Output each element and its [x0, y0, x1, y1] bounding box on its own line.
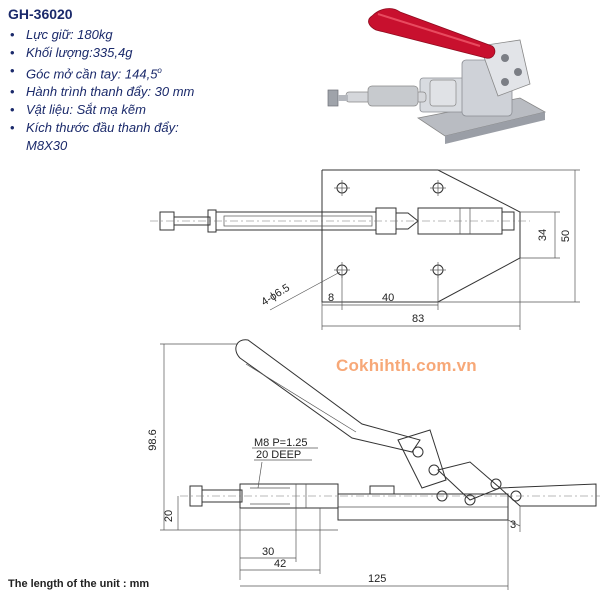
- bullet-icon: •: [10, 63, 15, 78]
- product-photo: [327, 8, 547, 144]
- side-view-drawing: M8 P=1.25 20 DEEP 98.6 20 30 42 125 3: [147, 339, 600, 590]
- spec-item: •Khối lượng:335,4g: [10, 45, 133, 60]
- bullet-icon: •: [10, 120, 15, 136]
- dim-20: 20: [163, 510, 175, 522]
- model-title: GH-36020: [8, 6, 73, 22]
- depth-label: 20 DEEP: [256, 449, 301, 461]
- thread-label: M8 P=1.25: [254, 437, 308, 449]
- watermark: Cokhihth.com.vn: [336, 356, 477, 375]
- dim-83: 83: [412, 313, 424, 325]
- dim-42: 42: [274, 558, 286, 570]
- unit-note: The length of the unit : mm: [8, 578, 150, 590]
- dim-3: 3: [510, 519, 516, 531]
- bullet-icon: •: [10, 27, 15, 42]
- bullet-icon: •: [10, 45, 15, 60]
- dim-40: 40: [382, 292, 394, 304]
- spec-list: •Lực giữ: 180kg •Khối lượng:335,4g •Góc …: [8, 26, 258, 155]
- spec-item: •Kích thước đầu thanh đẩy:M8X30: [10, 120, 179, 154]
- bullet-icon: •: [10, 102, 15, 118]
- dim-98-6: 98.6: [147, 429, 159, 450]
- dim-50: 50: [560, 230, 572, 242]
- dim-8: 8: [328, 292, 334, 304]
- spec-item: •Hành trình thanh đẩy: 30 mm: [10, 84, 195, 100]
- spec-item: •Lực giữ: 180kg: [10, 27, 113, 42]
- dim-125: 125: [368, 573, 386, 585]
- top-view-drawing: 34 50 8 40 83 4-ϕ6.5: [150, 169, 580, 330]
- bullet-icon: •: [10, 84, 15, 100]
- spec-item: •Góc mở cần tay: 144,5o: [10, 63, 162, 82]
- spec-item: •Vật liệu: Sắt mạ kẽm: [10, 102, 146, 118]
- dim-34: 34: [537, 229, 549, 241]
- dim-30: 30: [262, 546, 274, 558]
- hole-label: 4-ϕ6.5: [259, 282, 292, 309]
